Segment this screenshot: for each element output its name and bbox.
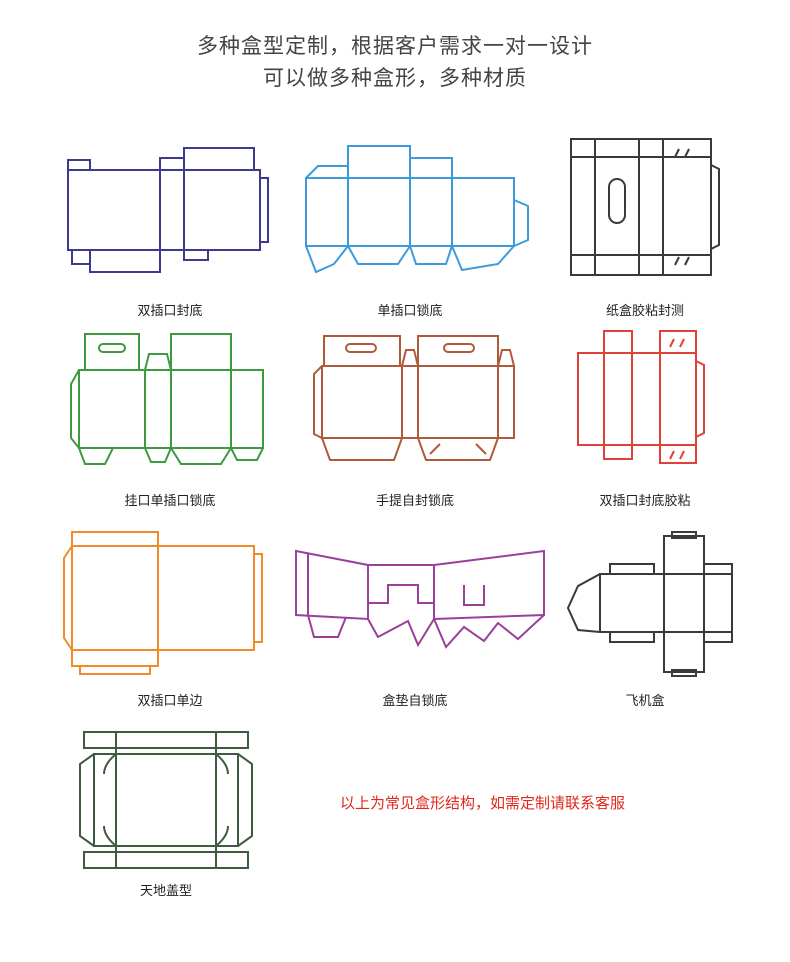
- box-diagram-glued-side-seal: [565, 135, 725, 280]
- box-diagram-double-tuck-single-side: [58, 528, 268, 678]
- box-label: 单插口锁底: [377, 304, 443, 319]
- box-label: 纸盒胶粘封测: [605, 304, 684, 319]
- header-subtitle: 可以做多种盒形，多种材质: [263, 66, 527, 90]
- box-diagram-hanger-single-tuck: [65, 328, 285, 473]
- box-label: 挂口单插口锁底: [124, 494, 216, 509]
- dieline-lid-base: [79, 731, 253, 869]
- dieline-single-tuck: [305, 145, 529, 274]
- box-label: 双插口单边: [137, 694, 203, 709]
- box-label: 双插口封底: [137, 304, 203, 319]
- dieline-double-tuck-glued: [577, 330, 705, 464]
- page-header: 多种盒型定制，根据客户需求一对一设计 可以做多种盒形，多种材质: [0, 30, 790, 94]
- custom-order-note: 以上为常见盒形结构，如需定制请联系客服: [340, 794, 626, 812]
- box-label: 飞机盒: [625, 694, 665, 709]
- dieline-hanger-tuck: [70, 333, 264, 465]
- box-diagram-single-tuck-lock-bottom: [298, 140, 538, 280]
- box-diagram-double-tuck-sealed-bottom: [60, 140, 280, 280]
- box-diagram-lid-and-base: [78, 728, 258, 873]
- box-diagram-double-tuck-glued: [572, 325, 712, 470]
- dieline-handle-box: [313, 335, 515, 461]
- dieline-double-tuck-single: [63, 531, 263, 675]
- box-label: 手提自封锁底: [375, 494, 454, 509]
- box-diagram-insert-auto-lock: [288, 545, 553, 660]
- box-label: 双插口封底胶粘: [599, 494, 691, 509]
- box-diagram-mailer-box: [562, 530, 742, 680]
- box-label: 天地盖型: [139, 884, 192, 899]
- dieline-mailer: [566, 531, 733, 677]
- box-diagram-handle-auto-lock: [310, 330, 540, 470]
- dieline-insert-lock: [295, 549, 545, 649]
- dieline-double-tuck: [67, 147, 269, 273]
- box-label: 盒垫自锁底: [382, 694, 448, 709]
- dieline-glued-side: [570, 138, 720, 276]
- header-title: 多种盒型定制，根据客户需求一对一设计: [197, 34, 593, 58]
